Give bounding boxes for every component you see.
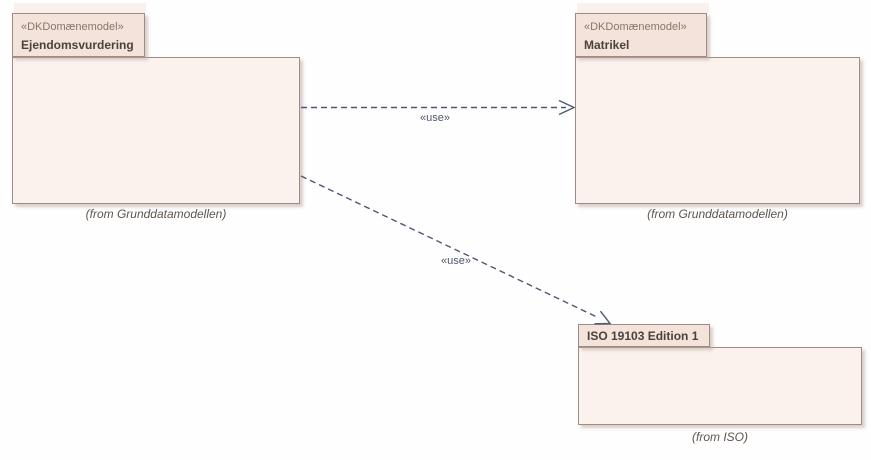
package-name: Ejendomsvurdering	[21, 38, 134, 52]
package-tab-remnant-left	[14, 3, 146, 13]
use-stereotype-label[interactable]: «use»	[420, 112, 450, 124]
package-name: ISO 19103 Edition 1	[587, 329, 699, 343]
dependency-arrowhead-iso	[594, 310, 612, 325]
package-matrikel[interactable]: «DKDomænemodel» Matrikel (from Grunddata…	[575, 13, 860, 225]
dependency-arrowhead-matrikel	[558, 99, 576, 116]
dependency-line-ejendomsvurdering-iso[interactable]	[300, 175, 600, 319]
package-tab: ISO 19103 Edition 1	[578, 324, 710, 347]
package-name: Matrikel	[584, 38, 630, 52]
package-body	[12, 57, 300, 204]
package-caption: (from ISO)	[692, 430, 748, 444]
package-body	[578, 347, 862, 425]
use-stereotype-label[interactable]: «use»	[441, 255, 471, 267]
package-caption: (from Grunddatamodellen)	[647, 207, 788, 221]
package-tab: «DKDomænemodel» Ejendomsvurdering	[12, 13, 145, 57]
package-ejendomsvurdering[interactable]: «DKDomænemodel» Ejendomsvurdering (from …	[12, 13, 300, 225]
package-stereotype: «DKDomænemodel»	[21, 21, 124, 33]
package-stereotype: «DKDomænemodel»	[584, 21, 687, 33]
package-tab-remnant-right	[577, 3, 709, 13]
package-tab: «DKDomænemodel» Matrikel	[575, 13, 707, 57]
package-iso-19103-edition-1[interactable]: ISO 19103 Edition 1 (from ISO)	[578, 324, 862, 454]
package-caption: (from Grunddatamodellen)	[85, 207, 227, 221]
package-body	[575, 57, 860, 204]
